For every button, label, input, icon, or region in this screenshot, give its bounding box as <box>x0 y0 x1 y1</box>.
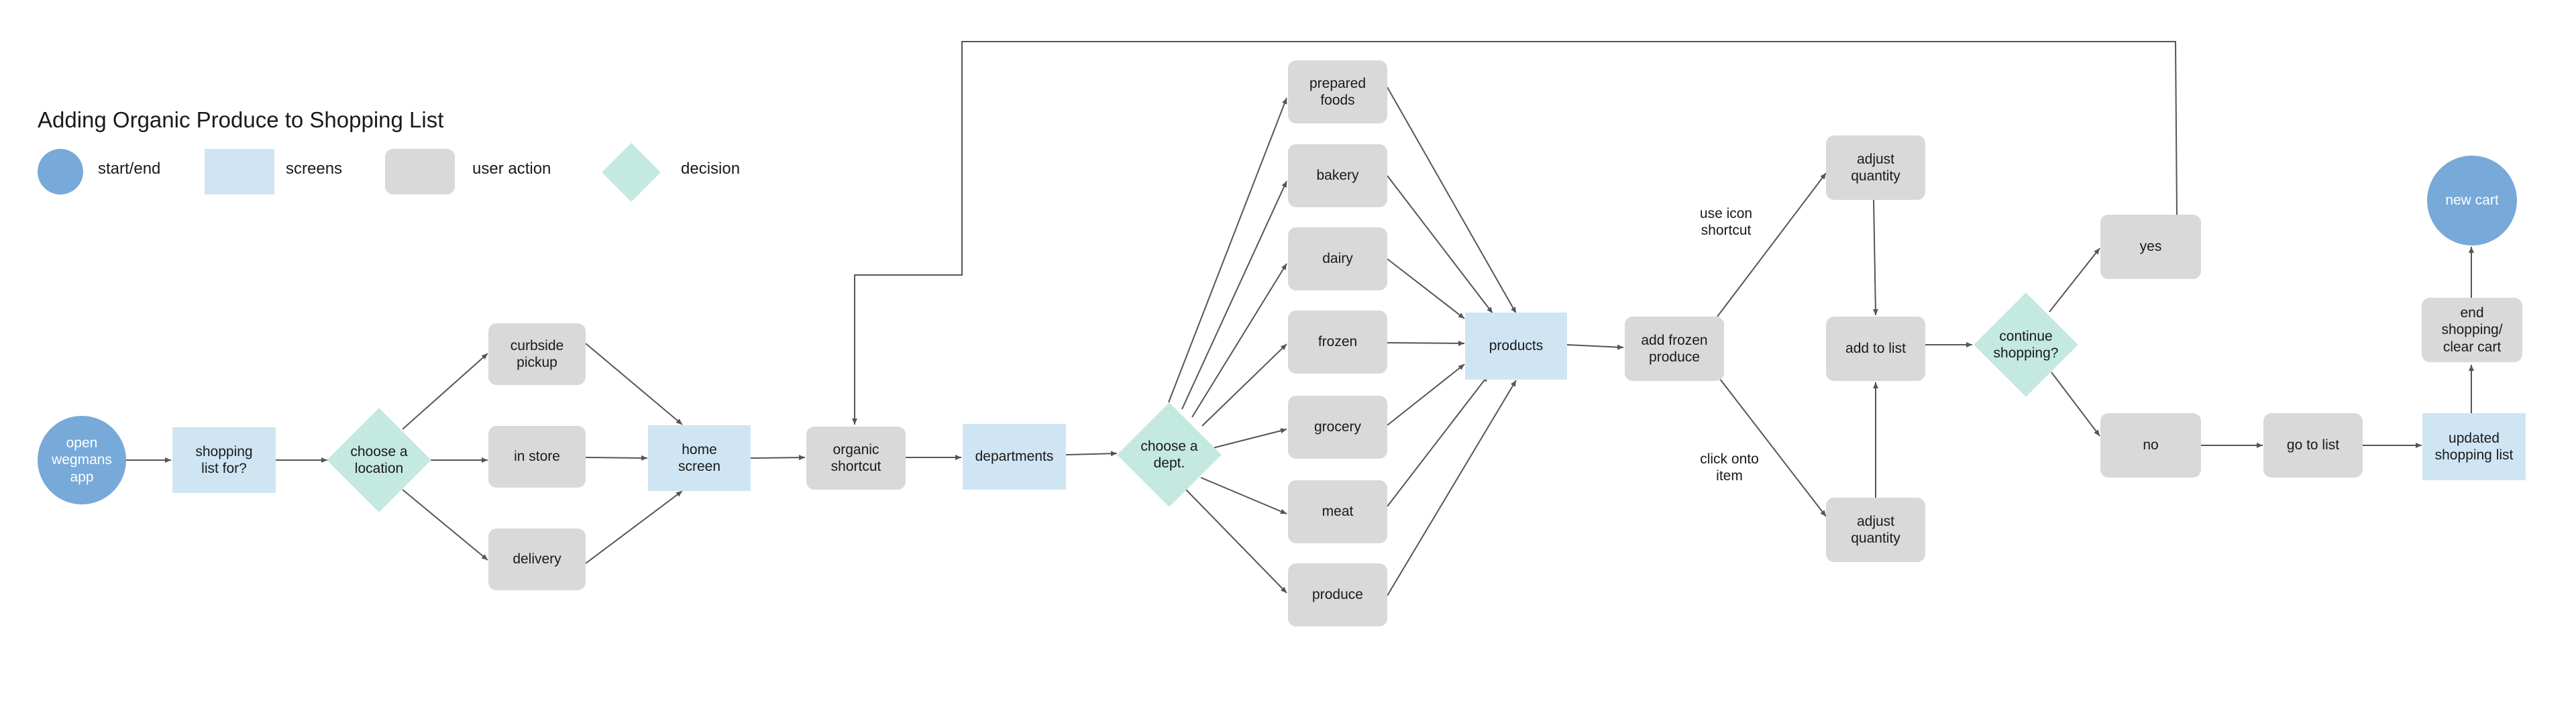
edge-dept-to-prepared <box>1168 97 1287 403</box>
node-add-to-list: add to list <box>1826 317 1925 381</box>
node-meat: meat <box>1288 480 1387 543</box>
edge-add-frozen-to-adjust-top <box>1717 172 1827 317</box>
edge-curbside-to-home <box>585 343 683 425</box>
node-adjust-quantity-bottom: adjust quantity <box>1826 498 1925 562</box>
legend-user-action-label: user action <box>472 160 551 178</box>
legend-decision-label: decision <box>681 160 741 178</box>
node-no: no <box>2100 413 2201 478</box>
node-updated-shopping-list: updated shopping list <box>2422 413 2526 480</box>
node-produce: produce <box>1288 563 1387 626</box>
edge-yes-loop-to-organic <box>852 41 2178 425</box>
edge-delivery-to-home <box>585 490 683 564</box>
edge-label-click-onto-item: click onto item <box>1700 451 1759 484</box>
edge-dept-to-dairy <box>1191 263 1287 418</box>
edge-adjust-top-to-add-list <box>1872 199 1878 316</box>
node-in-store: in store <box>488 426 586 488</box>
edge-produce-to-products <box>1387 380 1517 596</box>
node-yes: yes <box>2100 215 2201 279</box>
legend-screens-swatch <box>205 149 274 195</box>
node-choose-location: choose a location <box>329 408 429 512</box>
node-frozen: frozen <box>1288 311 1387 374</box>
edge-departments-to-choose-dept <box>1065 451 1118 457</box>
node-continue-shopping-label: continue shopping? <box>1993 328 2059 361</box>
edge-dept-to-bakery <box>1181 180 1287 410</box>
edge-meat-to-products <box>1387 375 1489 507</box>
node-new-cart: new cart <box>2427 156 2517 245</box>
node-products: products <box>1465 313 1567 380</box>
edge-bakery-to-products <box>1387 175 1493 314</box>
node-delivery: delivery <box>488 529 586 590</box>
node-continue-shopping: continue shopping? <box>1974 292 2078 397</box>
edge-label-use-icon-shortcut: use icon shortcut <box>1699 206 1753 239</box>
edge-home-to-organic <box>750 455 806 461</box>
node-choose-location-label: choose a location <box>350 443 408 476</box>
node-grocery: grocery <box>1288 396 1387 459</box>
node-departments: departments <box>963 424 1066 490</box>
node-add-frozen-produce: add frozen produce <box>1625 317 1724 381</box>
edge-products-to-add-frozen <box>1566 344 1624 350</box>
node-go-to-list: go to list <box>2263 413 2363 478</box>
node-shopping-list-for: shopping list for? <box>172 427 276 493</box>
legend-user-action-swatch <box>385 149 455 195</box>
diagram-title: Adding Organic Produce to Shopping List <box>38 107 444 132</box>
node-bakery: bakery <box>1288 144 1387 207</box>
edge-add-frozen-to-adjust-bottom <box>1717 375 1827 517</box>
node-organic-shortcut: organic shortcut <box>806 427 906 490</box>
legend-screens-label: screens <box>286 160 343 178</box>
node-adjust-quantity-top: adjust quantity <box>1826 135 1925 200</box>
edge-dept-to-grocery <box>1207 428 1287 450</box>
edge-dairy-to-products <box>1387 258 1465 319</box>
legend-start-end-label: start/end <box>98 160 161 178</box>
node-prepared-foods: prepared foods <box>1288 60 1387 123</box>
edge-grocery-to-products <box>1387 364 1465 426</box>
node-choose-dept-label: choose a dept. <box>1140 438 1198 471</box>
node-open-app: open wegmans app <box>38 416 126 504</box>
node-curbside-pickup: curbside pickup <box>488 323 586 385</box>
node-dairy: dairy <box>1288 227 1387 290</box>
edge-prepared-to-products <box>1387 87 1517 314</box>
node-end-shopping: end shopping/ clear cart <box>2422 298 2522 362</box>
node-home-screen: home screen <box>648 425 751 491</box>
legend-start-end-swatch <box>38 149 83 195</box>
node-choose-dept: choose a dept. <box>1118 402 1220 507</box>
edge-instore-to-home <box>585 455 648 461</box>
